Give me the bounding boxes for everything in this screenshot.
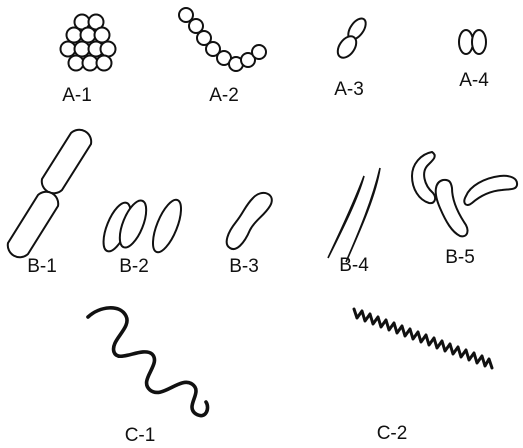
label-a1: A-1 (62, 85, 92, 106)
shape-c1-spirillum (88, 308, 208, 416)
shape-a2-chain (179, 8, 266, 71)
label-b5: B-5 (445, 247, 475, 268)
label-b2: B-2 (119, 256, 149, 277)
shape-b2-rods (98, 196, 187, 255)
shape-c2-spirochete (354, 309, 492, 368)
label-c2: C-2 (377, 423, 408, 444)
label-a4: A-4 (459, 70, 489, 91)
label-a3: A-3 (334, 79, 364, 100)
shape-a1-cluster (61, 15, 116, 71)
shape-a3-diplococcus (334, 15, 369, 61)
shape-b1-rods (8, 130, 91, 258)
label-c1: C-1 (125, 425, 156, 446)
shape-b4-fusiform (328, 168, 380, 262)
label-b1: B-1 (27, 256, 57, 277)
shape-b5-curved-rods (412, 152, 517, 236)
shape-a4-diplococcus (459, 30, 486, 54)
label-b4: B-4 (339, 255, 369, 276)
label-b3: B-3 (229, 256, 259, 277)
shape-b3-club-rod (227, 193, 272, 249)
label-a2: A-2 (209, 85, 239, 106)
